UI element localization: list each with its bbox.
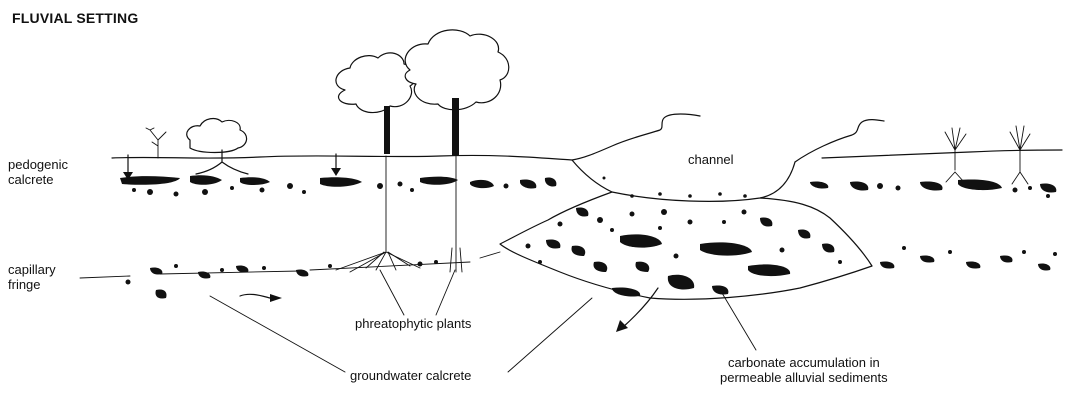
tree-small-left: [146, 128, 166, 158]
label-carbonate-line1: carbonate accumulation in: [720, 355, 888, 370]
capillary-fringe-line: [80, 252, 500, 278]
capillary-nodules-right: [880, 246, 1057, 271]
pedogenic-calcrete-band-left: [120, 175, 556, 196]
pointer-carbonate: [722, 293, 756, 350]
label-pedogenic-calcrete: pedogenic calcrete: [8, 157, 68, 187]
label-capillary-line2: fringe: [8, 277, 56, 292]
label-carbonate-line2: permeable alluvial sediments: [720, 370, 888, 385]
pointer-phreatophytic-1: [380, 270, 404, 315]
label-capillary-line1: capillary: [8, 262, 56, 277]
label-phreatophytic-plants: phreatophytic plants: [355, 316, 471, 331]
pointer-groundwater-right: [508, 298, 592, 372]
shrub-right-1: [945, 128, 966, 182]
shrub-right-2: [1010, 126, 1030, 184]
label-groundwater-calcrete: groundwater calcrete: [350, 368, 471, 383]
label-channel: channel: [688, 152, 734, 167]
flow-arrow-left: [240, 294, 270, 298]
tap-root-2: [450, 156, 462, 272]
pedogenic-calcrete-band-right: [810, 179, 1056, 198]
label-capillary-fringe: capillary fringe: [8, 262, 56, 292]
tree-medium: [187, 119, 248, 174]
pointer-groundwater-left: [210, 296, 345, 372]
label-carbonate-accumulation: carbonate accumulation in permeable allu…: [720, 355, 888, 385]
root-fan-1: [336, 252, 420, 272]
label-pedogenic-line1: pedogenic: [8, 157, 68, 172]
alluvial-carbonate-nodules: [526, 207, 843, 296]
label-pedogenic-line2: calcrete: [8, 172, 68, 187]
tree-tall-1: [336, 53, 416, 154]
tree-tall-2: [405, 30, 509, 156]
pointer-phreatophytic-2: [436, 270, 455, 315]
channel-outline: [572, 160, 795, 201]
